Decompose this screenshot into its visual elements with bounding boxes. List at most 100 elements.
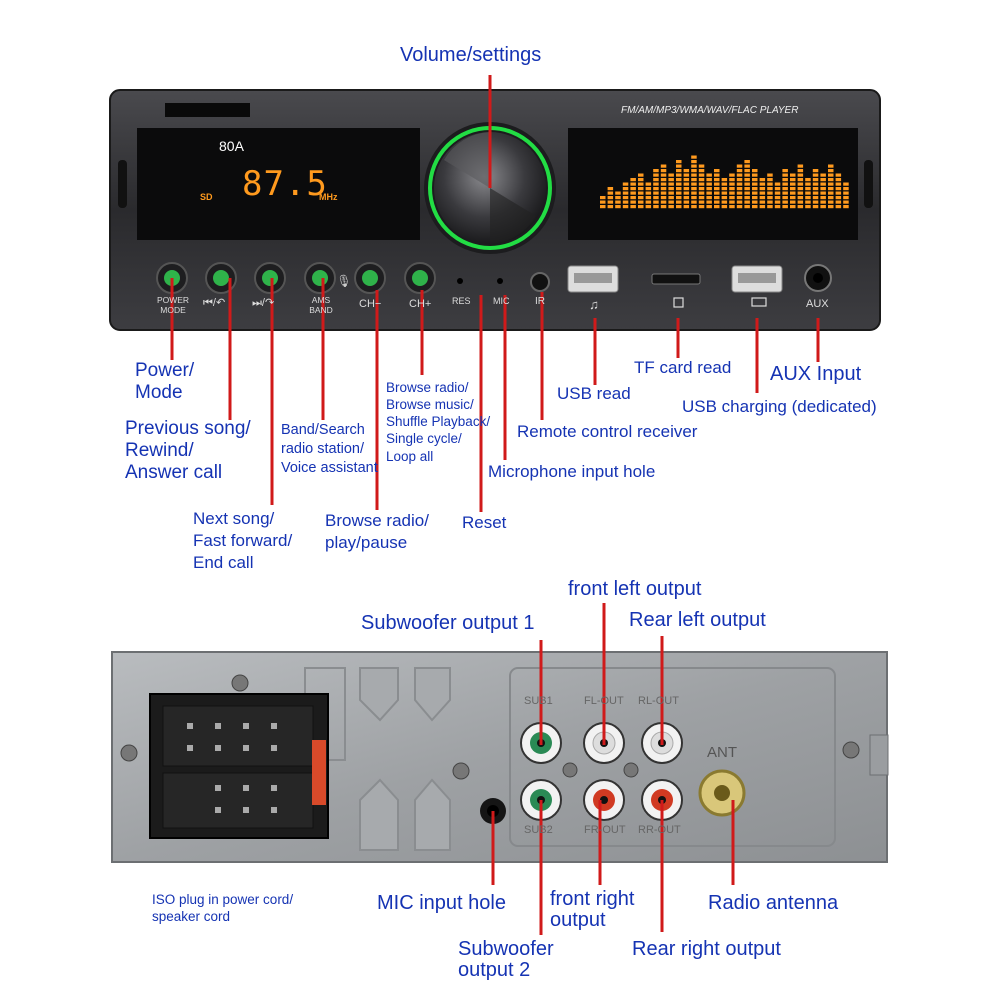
eq-segment: [698, 196, 705, 200]
eq-segment: [660, 169, 667, 173]
eq-segment: [752, 187, 758, 191]
eq-segment: [714, 205, 720, 209]
eq-segment: [835, 187, 842, 191]
eq-segment: [653, 200, 659, 204]
eq-segment: [744, 200, 750, 204]
eq-segment: [774, 205, 781, 209]
eq-segment: [843, 196, 849, 200]
player-caption: FM/AM/MP3/WMA/WAV/FLAC PLAYER: [621, 105, 799, 116]
eq-segment: [660, 200, 667, 204]
eq-segment: [774, 182, 781, 186]
aux-jack[interactable]: [804, 264, 832, 292]
eq-segment: [653, 169, 659, 173]
ch-minus-button[interactable]: [354, 262, 386, 294]
eq-segment: [706, 173, 712, 177]
eq-segment: [767, 191, 773, 195]
eq-segment: [805, 182, 811, 186]
eq-segment: [660, 191, 667, 195]
eq-segment: [759, 205, 766, 209]
eq-segment: [835, 200, 842, 204]
iso-pin: [215, 745, 221, 751]
usb-port[interactable]: [567, 265, 619, 293]
ams-band-button[interactable]: [304, 262, 336, 294]
eq-segment: [622, 187, 629, 191]
next-button[interactable]: [254, 262, 286, 294]
eq-segment: [828, 169, 834, 173]
fr-out-jack[interactable]: [583, 779, 625, 821]
eq-segment: [676, 169, 682, 173]
eq-segment: [744, 169, 750, 173]
eq-segment: [797, 187, 804, 191]
eq-segment: [729, 191, 735, 195]
eq-segment: [660, 205, 667, 209]
eq-segment: [714, 169, 720, 173]
eq-segment: [714, 178, 720, 182]
eq-segment: [843, 182, 849, 186]
eq-segment: [676, 178, 682, 182]
eq-segment: [691, 155, 697, 159]
eq-segment: [744, 196, 750, 200]
eq-segment: [706, 187, 712, 191]
eq-segment: [645, 187, 652, 191]
eq-segment: [736, 187, 743, 191]
usb-charge-port[interactable]: [731, 265, 783, 293]
eq-segment: [797, 200, 804, 204]
eq-segment: [668, 191, 674, 195]
eq-segment: [683, 196, 690, 200]
callout-front-left: front left output: [568, 578, 702, 600]
eq-segment: [683, 191, 690, 195]
eq-segment: [797, 164, 804, 168]
eq-segment: [759, 187, 766, 191]
ch-minus-label: CH−: [359, 298, 382, 310]
eq-segment: [790, 182, 796, 186]
eq-segment: [812, 187, 819, 191]
eq-segment: [812, 182, 819, 186]
eq-segment: [790, 205, 796, 209]
eq-segment: [759, 200, 766, 204]
eq-segment: [797, 196, 804, 200]
ch-plus-button[interactable]: [404, 262, 436, 294]
eq-segment: [767, 205, 773, 209]
eq-segment: [736, 191, 743, 195]
sub1-label: SUB1: [524, 695, 553, 707]
aux-label: AUX: [806, 298, 829, 310]
eq-segment: [820, 205, 826, 209]
callout-next: Next song/Fast forward/End call: [193, 509, 293, 573]
eq-segment: [676, 196, 682, 200]
eq-segment: [828, 173, 834, 177]
eq-segment: [653, 173, 659, 177]
callout-remote: Remote control receiver: [517, 422, 698, 441]
eq-segment: [736, 169, 743, 173]
eq-segment: [721, 205, 728, 209]
antenna-jack[interactable]: [698, 769, 746, 817]
eq-segment: [843, 200, 849, 204]
eq-segment: [698, 173, 705, 177]
frequency-unit: MHz: [319, 192, 338, 202]
eq-segment: [744, 160, 750, 164]
mic-label: MIC: [493, 296, 510, 306]
eq-segment: [797, 173, 804, 177]
eq-segment: [767, 173, 773, 177]
tf-card-slot[interactable]: [651, 273, 701, 285]
eq-segment: [721, 196, 728, 200]
eq-segment: [698, 200, 705, 204]
iso-pin: [243, 723, 249, 729]
eq-segment: [752, 191, 758, 195]
eq-segment: [698, 191, 705, 195]
eq-segment: [767, 178, 773, 182]
eq-segment: [797, 191, 804, 195]
eq-segment: [736, 200, 743, 204]
reset-hole: [457, 278, 463, 284]
prev-icon: ⏮/↶: [203, 297, 226, 309]
iso-pin: [271, 745, 277, 751]
eq-segment: [683, 182, 690, 186]
eq-segment: [638, 187, 644, 191]
eq-segment: [676, 187, 682, 191]
eq-segment: [820, 200, 826, 204]
eq-segment: [721, 187, 728, 191]
eq-segment: [660, 182, 667, 186]
eq-segment: [698, 187, 705, 191]
eq-segment: [812, 196, 819, 200]
callout-previous: Previous song/Rewind/Answer call: [125, 418, 251, 483]
